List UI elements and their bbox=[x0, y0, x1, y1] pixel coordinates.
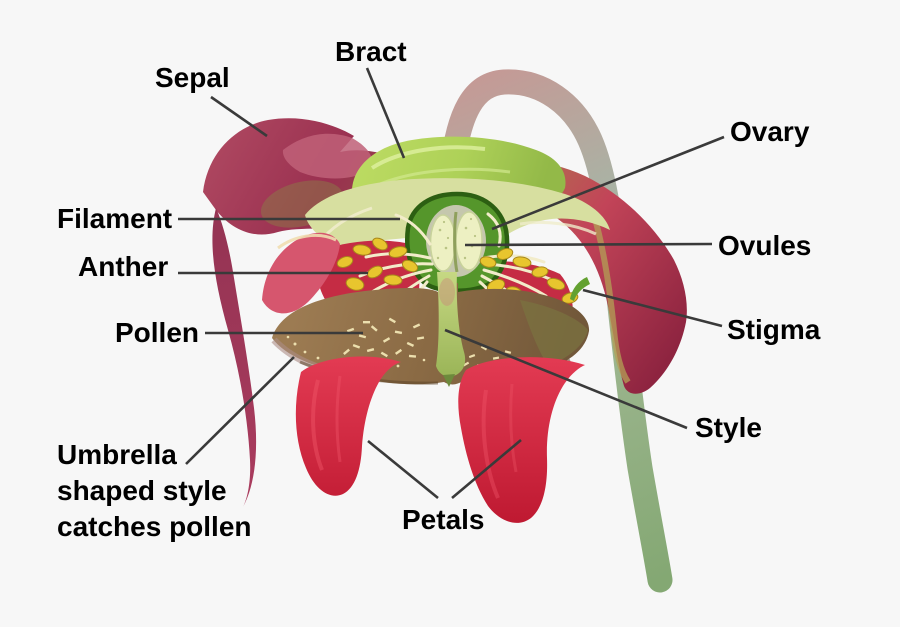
label-bract: Bract bbox=[335, 36, 407, 67]
leader-umbrella bbox=[185, 356, 295, 465]
petal-right bbox=[458, 357, 585, 523]
leader-style bbox=[444, 328, 688, 430]
leader-ovary bbox=[491, 135, 725, 231]
ovule-lobe-right bbox=[455, 211, 483, 271]
label-umbrella-note: Umbrella shaped style catches pollen bbox=[57, 439, 252, 542]
stigma bbox=[570, 277, 590, 301]
leader-stigma bbox=[582, 288, 723, 328]
pollen-speckles bbox=[286, 317, 518, 370]
label-ovary: Ovary bbox=[730, 116, 810, 147]
label-anther: Anther bbox=[78, 251, 169, 282]
label-style: Style bbox=[695, 412, 762, 443]
leader-ovules bbox=[464, 242, 713, 247]
sepal-right bbox=[468, 161, 687, 394]
leader-petal-right bbox=[451, 439, 522, 499]
petal-left bbox=[295, 356, 401, 496]
label-ovules: Ovules bbox=[718, 230, 812, 261]
label-petals: Petals bbox=[402, 504, 485, 535]
label-stigma: Stigma bbox=[727, 314, 821, 345]
label-sepal: Sepal bbox=[155, 62, 230, 93]
style-column bbox=[436, 272, 466, 377]
leader-sepal bbox=[210, 95, 268, 138]
sepal-tail bbox=[212, 208, 257, 507]
petals bbox=[295, 356, 585, 523]
ovary bbox=[405, 191, 510, 293]
leader-petal-left bbox=[367, 439, 439, 500]
leader-lines bbox=[178, 67, 725, 500]
label-filament: Filament bbox=[57, 203, 173, 234]
ovule-lobe-left bbox=[429, 214, 457, 272]
label-pollen: Pollen bbox=[115, 317, 200, 348]
leader-bract bbox=[365, 67, 406, 159]
